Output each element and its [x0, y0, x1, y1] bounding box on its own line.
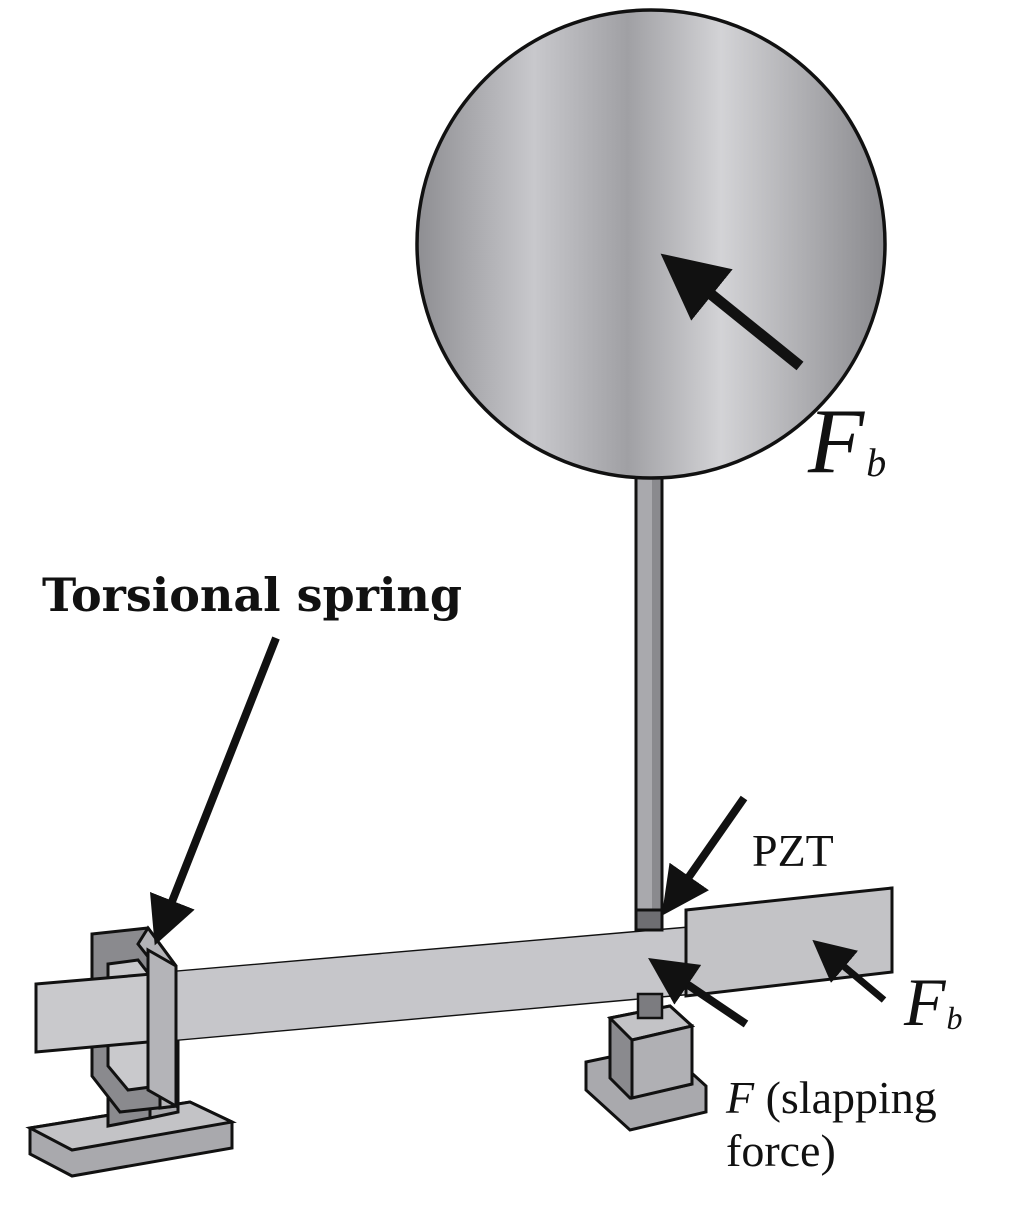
fb-plate-symbol: F: [904, 964, 946, 1040]
arrow-torsional-spring: [150, 636, 280, 946]
fb-sphere-subscript: b: [866, 440, 887, 485]
sphere: [415, 8, 887, 480]
spring-front-plate: [146, 947, 178, 1109]
fb-plate-label: Fb: [904, 968, 963, 1036]
fb-plate-subscript: b: [946, 1000, 963, 1036]
arrow-fb-sphere: [660, 253, 804, 371]
right-support: [584, 992, 708, 1132]
arrow-fb-plate: [812, 939, 887, 1003]
slapping-force-line1: (slapping: [754, 1072, 937, 1123]
slapping-force-line2: force): [726, 1124, 836, 1176]
torsional-spring-label: Torsional spring: [42, 568, 463, 622]
slapping-force-symbol: F: [726, 1072, 755, 1123]
fb-sphere-symbol: F: [808, 390, 865, 492]
arrow-pzt: [661, 795, 748, 916]
vertical-rod: [634, 472, 664, 914]
pzt-label: PZT: [752, 825, 834, 876]
pzt-element: [634, 908, 664, 932]
fb-sphere-label: Fb: [808, 395, 886, 487]
arrow-slapping-force: [648, 957, 749, 1028]
